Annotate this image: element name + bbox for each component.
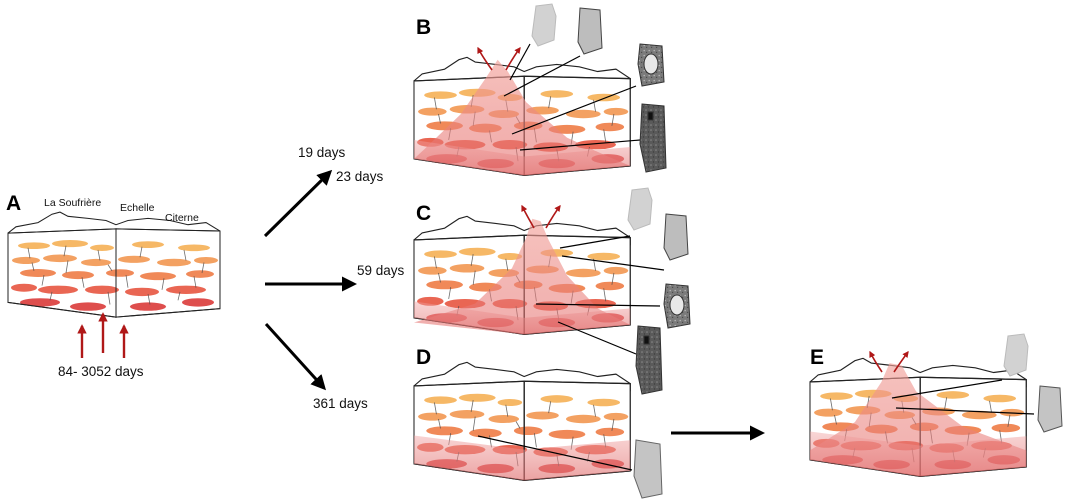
rock-sample-dark-b4 — [639, 103, 667, 173]
reservoir-block-c — [413, 215, 631, 335]
degassing-arrows-b — [477, 46, 521, 71]
mush-band-c — [414, 301, 631, 335]
sample-leaders-c — [535, 235, 665, 355]
sample-leaders-b — [503, 43, 641, 151]
duration-label-d: 361 days — [313, 396, 368, 411]
rock-sample-dark-b3 — [637, 43, 665, 87]
panel-e: E — [809, 333, 1063, 477]
panel-label-b: B — [416, 16, 431, 39]
panel-c: C — [413, 187, 691, 395]
reservoir-block-d — [413, 361, 631, 481]
rock-sample-dark-c3 — [663, 283, 691, 329]
degassing-arrows-c — [521, 204, 561, 229]
rock-sample-light-b1 — [531, 3, 557, 47]
panel-label-c: C — [416, 202, 431, 225]
ascending-plume-c — [414, 218, 631, 335]
panel-d: D — [413, 346, 663, 499]
degassing-arrows-e — [869, 350, 909, 373]
rock-sample-light-e1 — [1003, 333, 1029, 377]
rock-sample-light-b2 — [577, 7, 603, 55]
recharge-arrows — [77, 312, 129, 358]
rock-sample-light-c2 — [663, 213, 689, 261]
arrow-to-b — [263, 169, 333, 238]
panel-b: B — [413, 3, 667, 176]
arrow-to-d — [264, 322, 327, 391]
duration-label-b2: 23 days — [336, 169, 384, 184]
volcano-label-soufriere: La Soufrière — [44, 197, 101, 209]
ascending-plume-b — [414, 59, 631, 176]
mush-band-e — [810, 431, 1027, 477]
volcano-label-citerne: Citerne — [165, 212, 199, 224]
duration-label-c: 59 days — [357, 263, 405, 278]
rock-sample-light-d — [633, 439, 663, 499]
transition-arrows — [263, 169, 765, 441]
volcano-label-echelle: Echelle — [120, 202, 155, 214]
mush-band-d — [414, 435, 631, 481]
rock-sample-light-e2 — [1037, 385, 1063, 433]
sample-leaders-e — [891, 379, 1035, 415]
panel-a: A La Soufrière Echelle Citerne 84- 3052 … — [6, 192, 221, 379]
sample-leader-d — [477, 435, 633, 471]
rock-sample-dark-c4 — [635, 325, 663, 395]
reservoir-block-b — [413, 56, 631, 176]
panel-label-e: E — [810, 346, 824, 369]
panel-label-a: A — [6, 192, 21, 215]
reservoir-block-a — [7, 211, 221, 318]
mush-band-b — [414, 139, 631, 176]
reservoir-block-e — [809, 357, 1027, 477]
panel-label-d: D — [416, 346, 431, 369]
rock-sample-light-c1 — [627, 187, 653, 231]
recharge-duration-label: 84- 3052 days — [58, 364, 144, 379]
duration-label-b1: 19 days — [298, 145, 346, 160]
